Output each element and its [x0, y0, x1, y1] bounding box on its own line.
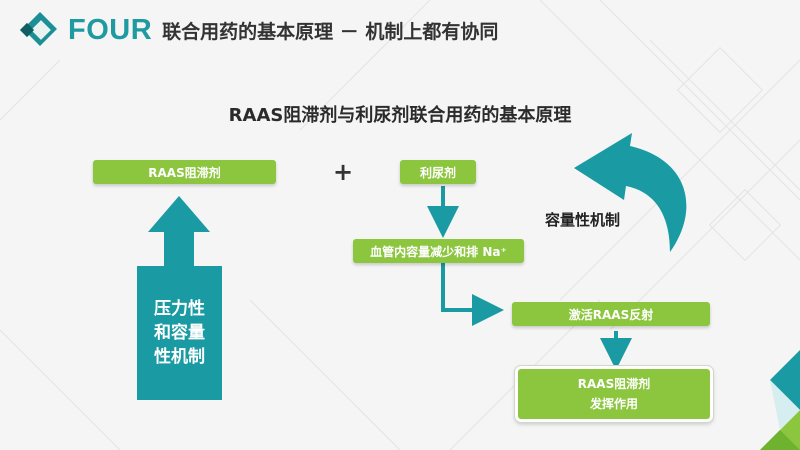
- curved-feedback-arrow: [574, 133, 687, 252]
- pressure-line3: 性机制: [154, 347, 205, 367]
- diuretic-box: 利尿剂: [400, 160, 476, 184]
- volume-reduction-box: 血管内容量减少和排 Na⁺: [353, 239, 524, 263]
- elbow-arrow: [441, 262, 504, 326]
- plus-sign: +: [333, 158, 354, 186]
- volume-mechanism-label: 容量性机制: [545, 211, 621, 229]
- pressure-line1: 压力性: [154, 299, 205, 319]
- raas-effect-line2: 发挥作用: [589, 397, 638, 411]
- raas-effect-box: RAAS阻滞剂 发挥作用: [515, 366, 713, 422]
- pressure-line2: 和容量: [154, 323, 205, 343]
- pressure-up-arrow: [148, 196, 210, 266]
- raas-effect-line1: RAAS阻滞剂: [577, 377, 651, 391]
- page-title: 联合用药的基本原理 － 机制上都有协同: [162, 20, 499, 43]
- raas-blocker-box: RAAS阻滞剂: [93, 160, 276, 184]
- pressure-volume-block: 压力性 和容量 性机制: [137, 266, 222, 400]
- diagram-title: RAAS阻滞剂与利尿剂联合用药的基本原理: [228, 105, 572, 126]
- activate-raas-box: 激活RAAS反射: [512, 302, 710, 326]
- header: FOUR 联合用药的基本原理 － 机制上都有协同: [19, 10, 499, 50]
- section-number: FOUR: [68, 13, 153, 46]
- corner-decoration: [760, 350, 800, 450]
